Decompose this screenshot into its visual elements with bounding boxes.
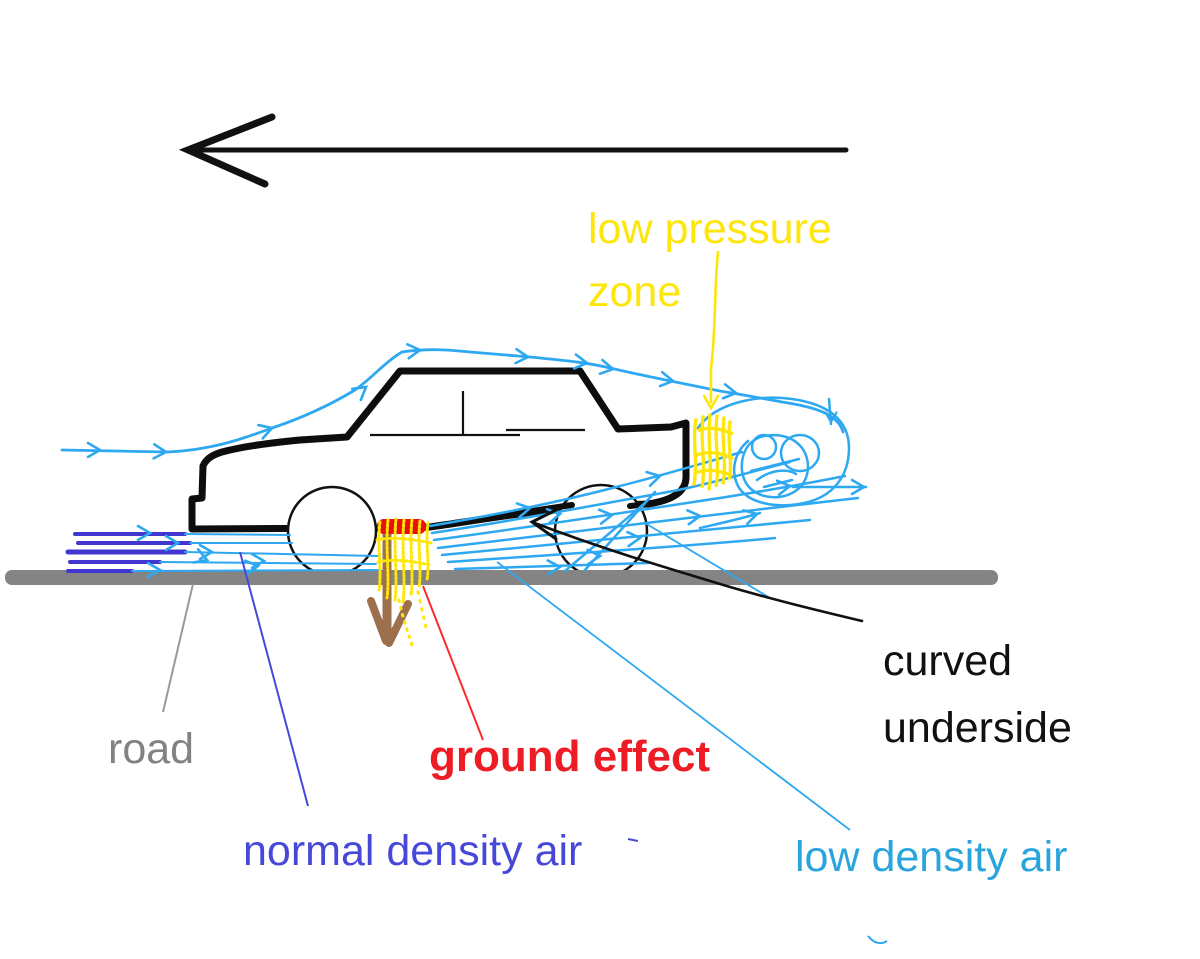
curved-underside-line [427, 452, 689, 530]
label-low-pressure-line2: zone [588, 268, 682, 316]
low-pressure-blob [692, 413, 735, 491]
road-pointer [162, 583, 194, 713]
label-low-pressure-line1: low pressure [588, 205, 832, 253]
label-normal-density-air: normal density air [243, 827, 583, 875]
normal-density-streamlines [65, 524, 381, 579]
normal-density-pointer [239, 551, 309, 807]
low-density-pointer [496, 561, 851, 831]
label-curved-underside-line2: underside [883, 704, 1072, 752]
label-curved-underside: curved underside [883, 628, 1072, 762]
stray-cyan-curl [867, 935, 888, 945]
ground-effect-marker [377, 519, 426, 534]
label-low-pressure-zone: low pressure zone [588, 198, 832, 324]
curved-underside-pointer [529, 507, 864, 623]
low-pressure-pointer [702, 250, 720, 410]
label-road: road [108, 725, 195, 773]
road-bar [5, 570, 998, 585]
label-low-density-air: low density air [795, 833, 1068, 881]
underbody-low-pressure-speckle [375, 517, 433, 647]
label-curved-underside-line1: curved [883, 637, 1013, 685]
front-wheel [286, 485, 378, 577]
ground-effect-pointer [422, 585, 484, 741]
window-lines [370, 391, 585, 437]
stray-blue-tick [627, 838, 639, 842]
underbody-streamlines [428, 450, 860, 599]
label-ground-effect: ground effect [429, 732, 711, 781]
travel-direction-arrow [178, 113, 849, 188]
